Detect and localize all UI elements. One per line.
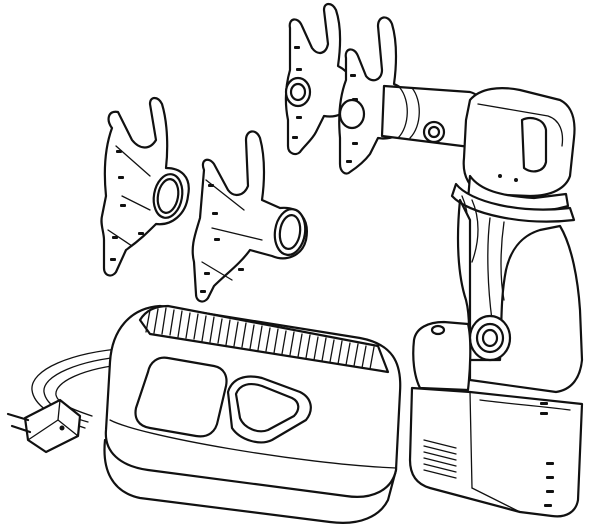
power-cord-plug bbox=[6, 347, 131, 454]
battery-charger bbox=[103, 304, 402, 524]
expander-head-medium bbox=[191, 130, 308, 303]
pipe-expander-tool bbox=[380, 84, 584, 518]
expander-head-large-a bbox=[284, 2, 356, 156]
expander-head-small bbox=[100, 96, 190, 277]
